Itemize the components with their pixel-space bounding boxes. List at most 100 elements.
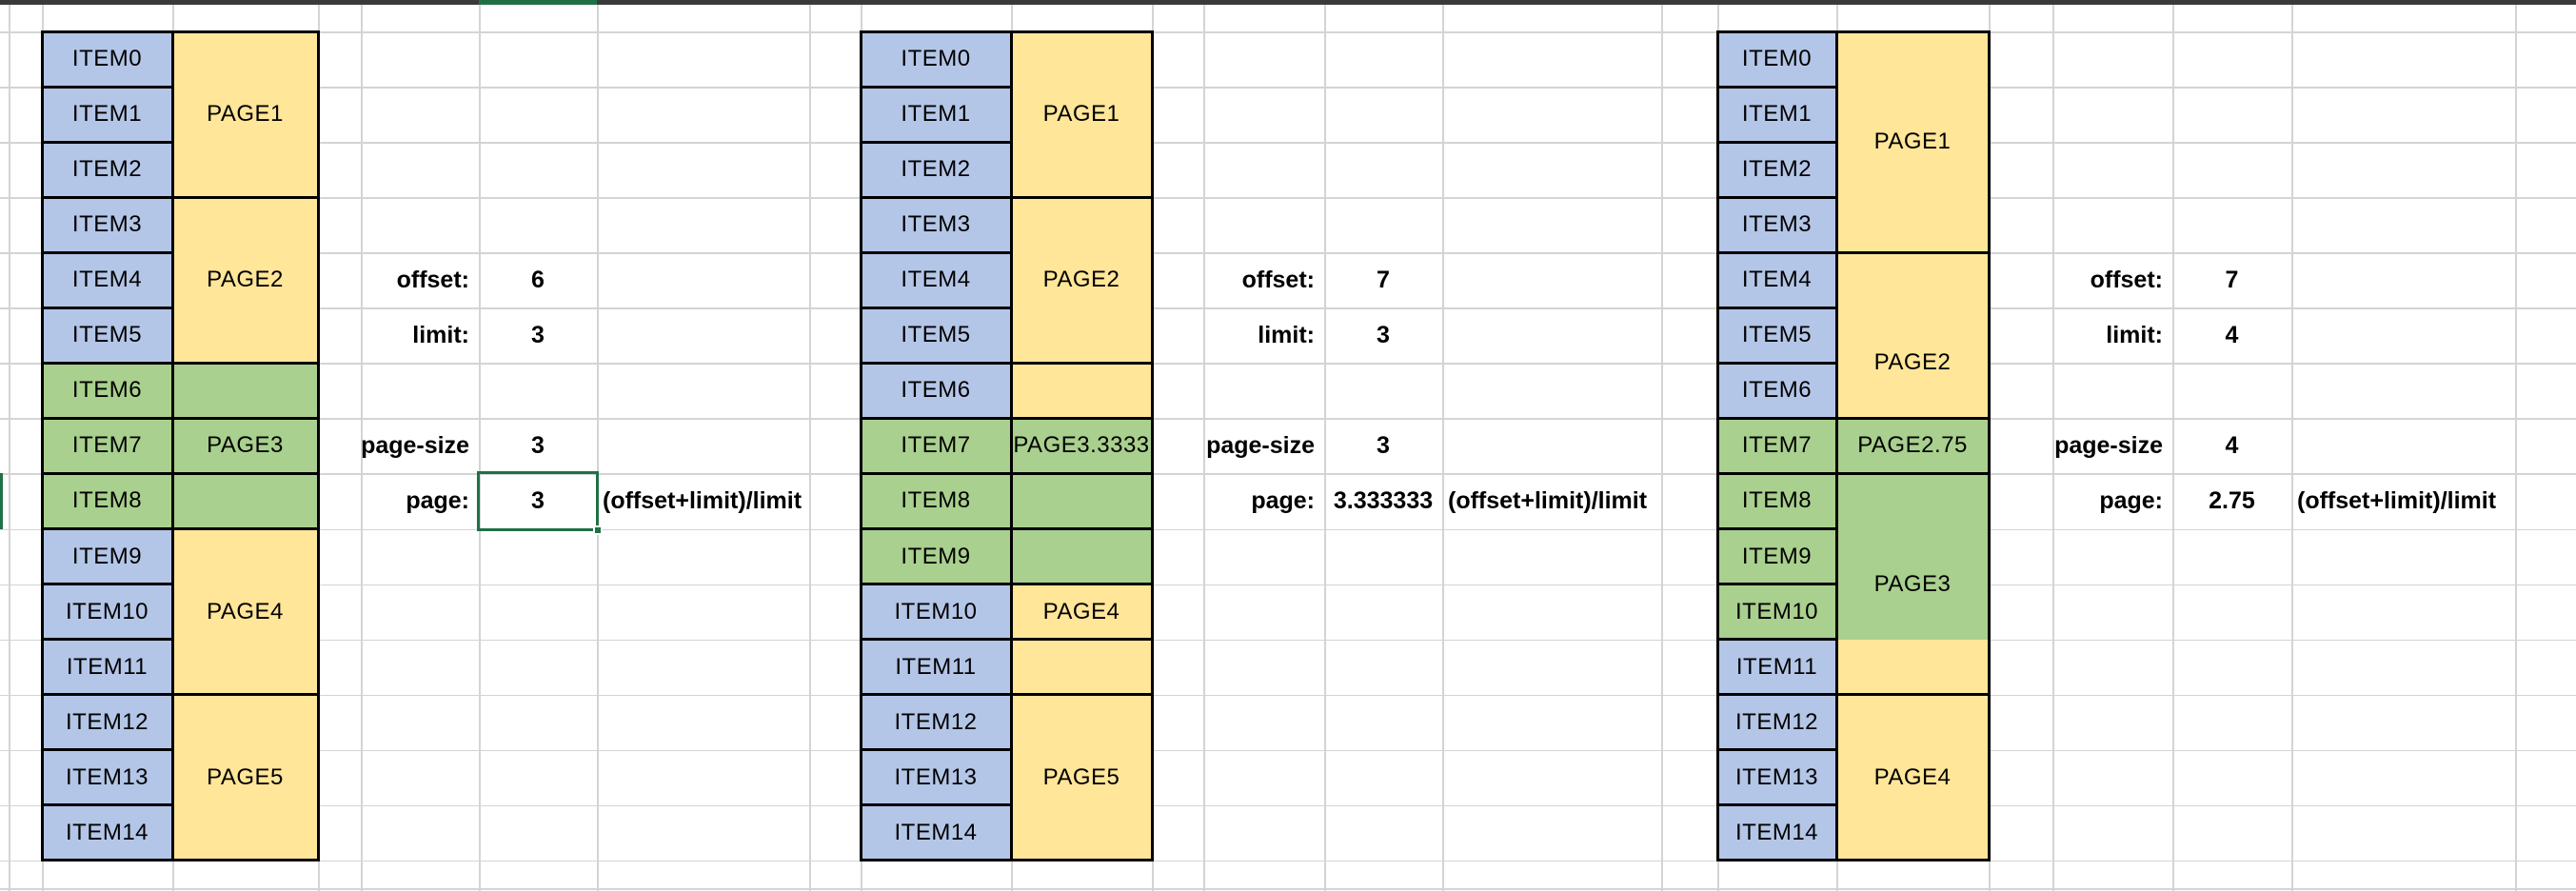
page-cell[interactable] (172, 31, 318, 198)
item-cell[interactable] (1717, 639, 1836, 695)
item-cell[interactable] (1717, 749, 1836, 805)
item-cell[interactable] (861, 804, 1011, 861)
page-size-value-cell[interactable]: 4 (2225, 431, 2239, 459)
offset-label-cell[interactable]: offset: (2090, 266, 2163, 293)
item-cell[interactable] (861, 87, 1011, 143)
gridline (0, 31, 2576, 33)
limit-value-cell[interactable]: 4 (2225, 321, 2239, 348)
page-label-cell[interactable]: page: (1251, 486, 1315, 514)
gridline (318, 5, 320, 891)
page-cell[interactable] (1836, 639, 1989, 695)
item-cell[interactable] (1717, 418, 1836, 474)
page-size-value-cell[interactable]: 3 (531, 431, 545, 459)
item-cell[interactable] (1717, 363, 1836, 419)
page-cell[interactable] (1836, 473, 1989, 640)
formula-cell[interactable]: (offset+limit)/limit (603, 486, 803, 514)
item-cell[interactable] (42, 31, 172, 88)
limit-label-cell[interactable]: limit: (1258, 321, 1315, 348)
item-cell[interactable] (861, 418, 1011, 474)
item-cell[interactable] (42, 694, 172, 750)
item-cell[interactable] (861, 252, 1011, 308)
page-cell[interactable] (1011, 584, 1152, 640)
item-cell[interactable] (42, 473, 172, 529)
page-cell[interactable] (1011, 197, 1152, 364)
page-cell[interactable] (1011, 473, 1152, 529)
offset-label-cell[interactable]: offset: (396, 266, 469, 293)
offset-value-cell[interactable]: 6 (531, 266, 545, 293)
offset-value-cell[interactable]: 7 (2225, 266, 2239, 293)
item-cell[interactable] (42, 197, 172, 253)
item-cell[interactable] (42, 363, 172, 419)
gridline (0, 252, 2576, 254)
page-cell[interactable] (1011, 418, 1152, 474)
page-cell[interactable] (1836, 252, 1989, 419)
item-cell[interactable] (1717, 528, 1836, 584)
item-cell[interactable] (42, 528, 172, 584)
page-size-value-cell[interactable]: 3 (1377, 431, 1390, 459)
item-cell[interactable] (861, 749, 1011, 805)
item-cell[interactable] (861, 639, 1011, 695)
item-cell[interactable] (42, 418, 172, 474)
item-cell[interactable] (1717, 31, 1836, 88)
item-cell[interactable] (42, 307, 172, 364)
formula-cell[interactable]: (offset+limit)/limit (2297, 486, 2497, 514)
item-cell[interactable] (1717, 694, 1836, 750)
page-cell[interactable] (1011, 639, 1152, 695)
page-label-cell[interactable]: page: (2099, 486, 2163, 514)
item-cell[interactable] (861, 307, 1011, 364)
formula-cell[interactable]: (offset+limit)/limit (1448, 486, 1648, 514)
item-cell[interactable] (1717, 584, 1836, 640)
page-cell[interactable] (172, 363, 318, 419)
page-cell[interactable] (1011, 528, 1152, 584)
offset-label-cell[interactable]: offset: (1241, 266, 1315, 293)
limit-value-cell[interactable]: 3 (1377, 321, 1390, 348)
fill-handle[interactable] (593, 525, 603, 535)
page-cell[interactable] (1836, 694, 1989, 861)
item-cell[interactable] (1717, 87, 1836, 143)
item-cell[interactable] (1717, 473, 1836, 529)
offset-value-cell[interactable]: 7 (1377, 266, 1390, 293)
page-cell[interactable] (172, 418, 318, 474)
page-size-label-cell[interactable]: page-size (1206, 431, 1315, 459)
page-cell[interactable] (1011, 363, 1152, 419)
page-cell[interactable] (172, 528, 318, 695)
item-cell[interactable] (42, 749, 172, 805)
item-cell[interactable] (1717, 804, 1836, 861)
item-cell[interactable] (1717, 142, 1836, 198)
limit-label-cell[interactable]: limit: (2106, 321, 2163, 348)
page-size-label-cell[interactable]: page-size (361, 431, 469, 459)
item-cell[interactable] (42, 87, 172, 143)
item-cell[interactable] (861, 142, 1011, 198)
limit-value-cell[interactable]: 3 (531, 321, 545, 348)
item-cell[interactable] (861, 584, 1011, 640)
page-cell[interactable] (172, 197, 318, 364)
item-cell[interactable] (42, 639, 172, 695)
item-cell[interactable] (861, 528, 1011, 584)
item-cell[interactable] (861, 363, 1011, 419)
page-value-cell[interactable]: 3.333333 (1333, 486, 1434, 514)
item-cell[interactable] (1717, 307, 1836, 364)
item-cell[interactable] (42, 584, 172, 640)
page-value-cell[interactable]: 2.75 (2209, 486, 2255, 514)
item-cell[interactable] (861, 473, 1011, 529)
page-value-cell[interactable]: 3 (531, 486, 545, 514)
page-cell[interactable] (1836, 31, 1989, 253)
item-cell[interactable] (1717, 197, 1836, 253)
gridline (1203, 5, 1205, 891)
page-cell[interactable] (172, 694, 318, 861)
item-cell[interactable] (861, 197, 1011, 253)
page-cell[interactable] (1836, 418, 1989, 474)
item-cell[interactable] (42, 142, 172, 198)
item-cell[interactable] (861, 694, 1011, 750)
item-cell[interactable] (42, 804, 172, 861)
page-cell[interactable] (1011, 694, 1152, 861)
limit-label-cell[interactable]: limit: (412, 321, 469, 348)
item-cell[interactable] (1717, 252, 1836, 308)
item-cell[interactable] (861, 31, 1011, 88)
page-cell[interactable] (172, 473, 318, 529)
page-cell[interactable] (1011, 31, 1152, 198)
item-cell[interactable] (42, 252, 172, 308)
page-label-cell[interactable]: page: (406, 486, 469, 514)
page-size-label-cell[interactable]: page-size (2054, 431, 2163, 459)
